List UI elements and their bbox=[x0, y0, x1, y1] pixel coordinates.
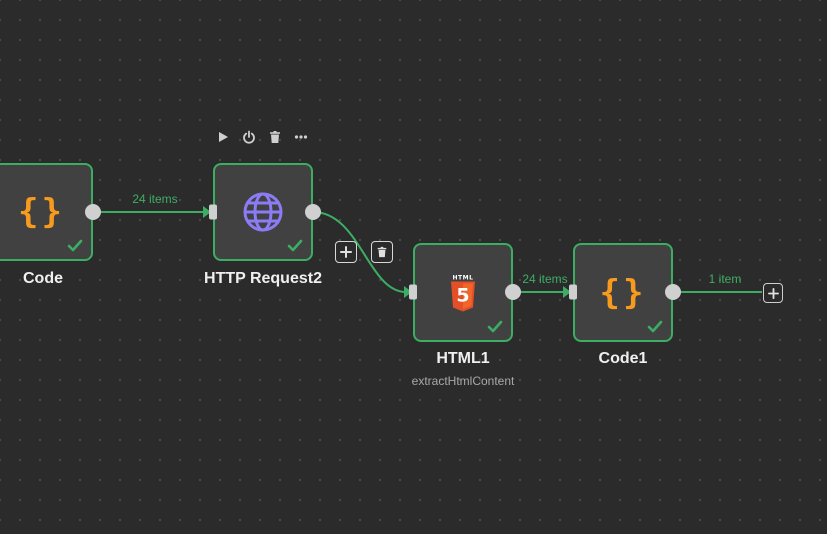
input-handle-html1[interactable] bbox=[409, 284, 417, 300]
node-html1[interactable]: HTML 5 bbox=[413, 243, 513, 342]
output-handle-code[interactable] bbox=[85, 204, 101, 220]
edge-arrowhead bbox=[563, 286, 571, 298]
edge-arrowhead bbox=[404, 286, 412, 298]
node-http-request2[interactable] bbox=[213, 163, 313, 261]
node-label-code: Code bbox=[23, 270, 63, 287]
success-check-icon bbox=[287, 239, 303, 252]
plus-icon bbox=[767, 287, 779, 299]
edge-http-to-html1[interactable] bbox=[312, 211, 407, 293]
power-icon[interactable] bbox=[240, 128, 258, 146]
more-icon[interactable] bbox=[292, 128, 310, 146]
edge-label-code1-out: 1 item bbox=[708, 272, 742, 286]
node-label-html1: HTML1 bbox=[436, 350, 490, 367]
output-handle-http-request2[interactable] bbox=[305, 204, 321, 220]
success-check-icon bbox=[647, 320, 663, 333]
add-next-node-button[interactable] bbox=[763, 283, 783, 303]
plus-icon bbox=[340, 246, 352, 258]
success-check-icon bbox=[67, 239, 83, 252]
node-toolbar bbox=[214, 128, 310, 146]
node-label-http-request2: HTTP Request2 bbox=[204, 270, 322, 287]
node-label-code1: Code1 bbox=[598, 350, 648, 367]
node-code[interactable]: {} bbox=[0, 163, 93, 261]
trash-icon bbox=[377, 246, 387, 258]
html5-icon: HTML 5 bbox=[450, 274, 476, 311]
edge-label-code-to-http: 24 items bbox=[132, 192, 178, 206]
edge-delete-button[interactable] bbox=[371, 241, 393, 263]
play-icon[interactable] bbox=[214, 128, 232, 146]
output-handle-html1[interactable] bbox=[505, 284, 521, 300]
edge-label-html1-to-code1: 24 items bbox=[522, 272, 568, 286]
curly-braces-icon: {} bbox=[599, 272, 647, 313]
node-subtitle-html1: extractHtmlContent bbox=[411, 374, 515, 388]
node-code1[interactable]: {} bbox=[573, 243, 673, 342]
success-check-icon bbox=[487, 320, 503, 333]
edge-arrowhead bbox=[203, 206, 211, 218]
trash-icon[interactable] bbox=[266, 128, 284, 146]
output-handle-code1[interactable] bbox=[665, 284, 681, 300]
edge-add-node-button[interactable] bbox=[335, 241, 357, 263]
input-handle-code1[interactable] bbox=[569, 284, 577, 300]
globe-icon bbox=[242, 191, 284, 233]
input-handle-http-request2[interactable] bbox=[209, 204, 217, 220]
curly-braces-icon: {} bbox=[18, 192, 65, 232]
